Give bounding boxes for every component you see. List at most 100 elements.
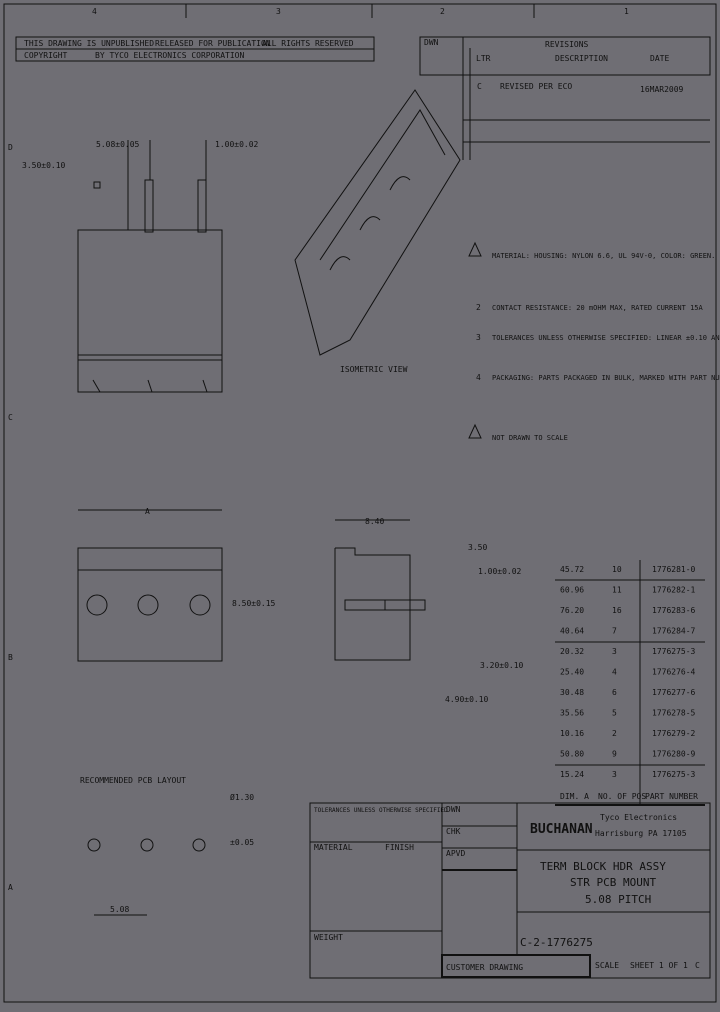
svg-text:THIS DRAWING IS UNPUBLISHED: THIS DRAWING IS UNPUBLISHED: [24, 39, 154, 48]
copyright-block: THIS DRAWING IS UNPUBLISHED RELEASED FOR…: [15, 36, 375, 62]
svg-text:MATERIAL: MATERIAL: [314, 843, 353, 852]
svg-text:REVISIONS: REVISIONS: [545, 40, 589, 49]
table-cell: 1776280-9: [652, 750, 696, 759]
table-cell: 25.40: [560, 668, 584, 677]
svg-text:DIM. A: DIM. A: [560, 792, 589, 801]
table-cell: 3: [612, 770, 617, 779]
dim-label: 1.00±0.02: [215, 140, 259, 149]
front-view-drawing: A 8.50±0.15: [77, 507, 276, 662]
table-cell: 1776278-5: [652, 709, 696, 718]
zone-number: 2: [440, 7, 445, 16]
table-cell: 6: [612, 688, 617, 697]
svg-text:WEIGHT: WEIGHT: [314, 933, 343, 942]
table-cell: 40.64: [560, 627, 584, 636]
dim-label: A: [145, 507, 150, 516]
table-cell: 7: [612, 627, 617, 636]
drawing-number: C-2-1776275: [520, 936, 593, 949]
svg-text:MATERIAL: HOUSING: NYLON 6.6,: MATERIAL: HOUSING: NYLON 6.6, UL 94V-0, …: [492, 252, 720, 260]
table-cell: 1776275-3: [652, 770, 696, 779]
side-view-drawing: 8.40 3.50 1.00±0.02 3.20±0.10 4.90±0.10: [334, 517, 524, 704]
svg-text:TOLERANCES UNLESS OTHERWISE SP: TOLERANCES UNLESS OTHERWISE SPECIFIED: L…: [492, 334, 720, 342]
table-cell: 76.20: [560, 606, 584, 615]
svg-text:CHK: CHK: [446, 827, 461, 836]
pcb-layout: RECOMMENDED PCB LAYOUT 5.08 Ø1.30 ±0.05: [80, 776, 254, 916]
table-cell: 45.72: [560, 565, 584, 574]
table-cell: 10.16: [560, 729, 584, 738]
table-cell: 1776276-4: [652, 668, 696, 677]
svg-text:DESCRIPTION: DESCRIPTION: [555, 54, 608, 63]
zone-letter: C: [8, 413, 13, 422]
svg-text:DWN: DWN: [446, 805, 461, 814]
svg-text:NOT DRAWN TO SCALE: NOT DRAWN TO SCALE: [492, 434, 568, 442]
svg-text:DWN: DWN: [424, 38, 439, 47]
svg-text:SHEET 1 OF 1: SHEET 1 OF 1: [630, 961, 688, 970]
table-cell: 1776282-1: [652, 586, 696, 595]
svg-text:3: 3: [476, 333, 481, 342]
table-cell: 5: [612, 709, 617, 718]
zone-letter: D: [8, 143, 13, 152]
zone-number: 1: [624, 7, 629, 16]
table-cell: 1776283-6: [652, 606, 696, 615]
dim-label: 3.50±0.10: [22, 161, 66, 170]
sheet-border: [3, 3, 717, 1003]
svg-text:C: C: [695, 961, 700, 970]
svg-text:2: 2: [476, 303, 481, 312]
revision-block: REVISIONS LTR DESCRIPTION DATE DWN C REV…: [419, 36, 711, 160]
svg-text:4: 4: [476, 373, 481, 382]
table-cell: 1776277-6: [652, 688, 696, 697]
table-cell: 60.96: [560, 586, 584, 595]
svg-text:RECOMMENDED PCB LAYOUT: RECOMMENDED PCB LAYOUT: [80, 776, 186, 785]
svg-text:ALL RIGHTS RESERVED: ALL RIGHTS RESERVED: [262, 39, 354, 48]
dim-label: 3.20±0.10: [480, 661, 524, 670]
title-block: TOLERANCES UNLESS OTHERWISE SPECIFIED MA…: [309, 802, 711, 979]
table-cell: 1776281-0: [652, 565, 696, 574]
dim-label: 4.90±0.10: [445, 695, 489, 704]
table-cell: 3: [612, 647, 617, 656]
svg-text:SCALE: SCALE: [595, 961, 619, 970]
svg-text:LTR: LTR: [476, 54, 491, 63]
svg-text:COPYRIGHT: COPYRIGHT: [24, 51, 68, 60]
zone-number: 3: [276, 7, 281, 16]
dim-label: 8.40: [365, 517, 384, 526]
top-view-drawing: 5.08±0.05 1.00±0.02 3.50±0.10: [22, 140, 259, 393]
svg-text:Harrisburg PA 17105: Harrisburg PA 17105: [595, 829, 687, 838]
dim-label: Ø1.30: [230, 792, 254, 802]
svg-text:FINISH: FINISH: [385, 843, 414, 852]
svg-text:CUSTOMER DRAWING: CUSTOMER DRAWING: [446, 963, 523, 972]
svg-text:5.08 PITCH: 5.08 PITCH: [585, 893, 651, 906]
svg-text:BY TYCO ELECTRONICS CORPORATIO: BY TYCO ELECTRONICS CORPORATION: [95, 51, 244, 60]
table-cell: 1776284-7: [652, 627, 696, 636]
company-logo: BUCHANAN: [530, 822, 593, 837]
table-cell: 1776279-2: [652, 729, 696, 738]
dim-label: 8.50±0.15: [232, 599, 276, 608]
dim-label: 5.08: [110, 905, 129, 914]
svg-text:NO. OF POS: NO. OF POS: [598, 792, 646, 801]
svg-text:STR PCB MOUNT: STR PCB MOUNT: [570, 876, 656, 889]
svg-text:PART NUMBER: PART NUMBER: [645, 792, 698, 801]
zone-number: 4: [92, 7, 97, 16]
table-cell: 15.24: [560, 770, 584, 779]
table-cell: 9: [612, 750, 617, 759]
dim-label: 3.50: [468, 543, 487, 552]
dim-label: 1.00±0.02: [478, 567, 522, 576]
zone-letter: A: [8, 883, 13, 892]
svg-text:CONTACT RESISTANCE: 20 mOHM MA: CONTACT RESISTANCE: 20 mOHM MAX, RATED C…: [492, 304, 704, 312]
drawing-title: TERM BLOCK HDR ASSY: [540, 860, 666, 873]
table-cell: 16: [612, 606, 622, 615]
svg-text:PACKAGING: PARTS PACKAGED IN B: PACKAGING: PARTS PACKAGED IN BULK, MARKE…: [492, 374, 720, 382]
zone-letter: B: [8, 653, 13, 662]
svg-text:C: C: [477, 82, 482, 91]
table-cell: 30.48: [560, 688, 584, 697]
dim-label: 5.08±0.05: [96, 140, 140, 149]
table-cell: 2: [612, 729, 617, 738]
table-cell: 4: [612, 668, 617, 677]
svg-text:ISOMETRIC VIEW: ISOMETRIC VIEW: [340, 365, 408, 374]
table-cell: 50.80: [560, 750, 584, 759]
dim-label: ±0.05: [230, 838, 254, 847]
svg-text:16MAR2009: 16MAR2009: [640, 85, 684, 94]
notes: MATERIAL: HOUSING: NYLON 6.6, UL 94V-0, …: [468, 241, 720, 442]
table-cell: 11: [612, 586, 622, 595]
table-cell: 20.32: [560, 647, 584, 656]
